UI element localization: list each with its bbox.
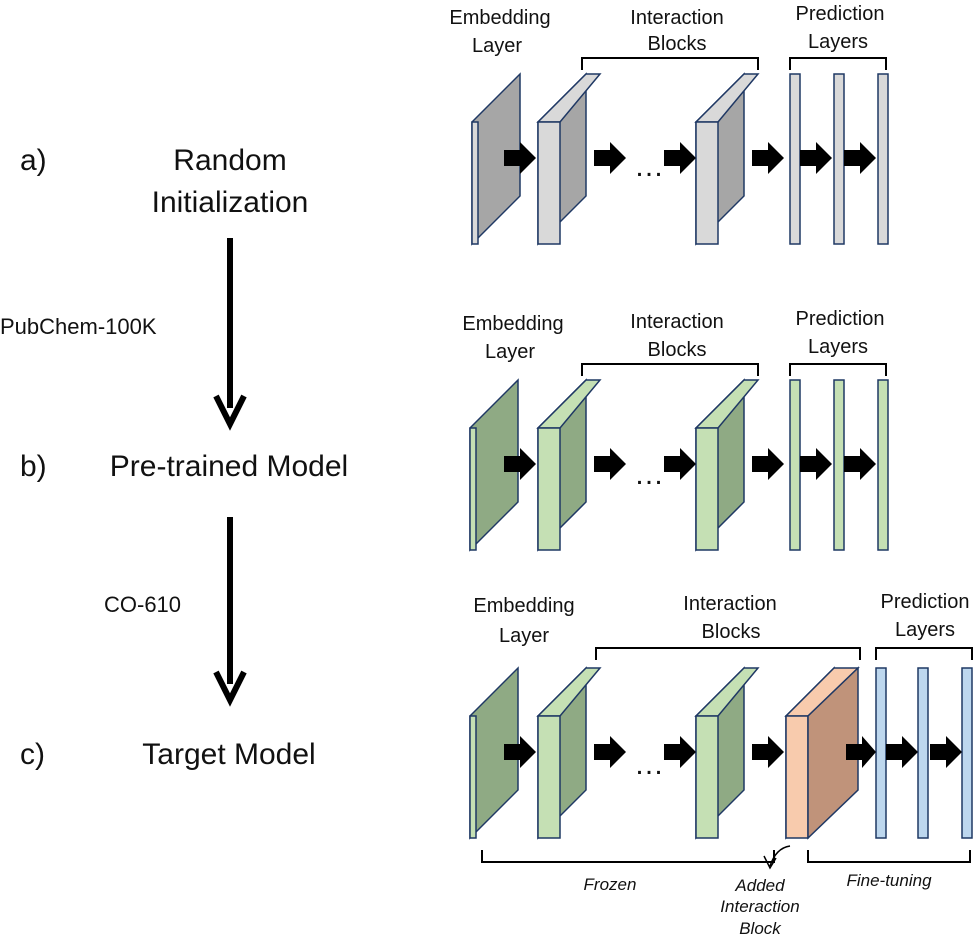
row-c-interaction-block-2 bbox=[694, 666, 760, 840]
flow-arrow-icon bbox=[752, 142, 784, 174]
row-a-flow-arrows bbox=[504, 142, 876, 174]
flow-arrow-icon bbox=[844, 142, 876, 174]
stage-a-letter: a) bbox=[20, 144, 47, 177]
flow-arrow-icon bbox=[664, 448, 696, 480]
row-c-interaction-block-1 bbox=[536, 666, 602, 840]
frozen-label: Frozen bbox=[584, 875, 637, 894]
row-c-interaction-label-1: Interaction bbox=[683, 593, 776, 615]
row-c-embedding-block bbox=[469, 666, 519, 840]
flow-arrow-icon bbox=[664, 142, 696, 174]
row-b-ellipsis: … bbox=[634, 458, 664, 491]
flow-arrow-icon bbox=[504, 736, 536, 768]
row-c-interaction-brace bbox=[595, 647, 861, 660]
row-b-prediction-label-1: Prediction bbox=[796, 308, 885, 330]
row-b-interaction-block-2 bbox=[694, 378, 760, 552]
row-b-prediction-layer-3 bbox=[877, 379, 889, 551]
row-a-interaction-label-1: Interaction bbox=[630, 7, 723, 29]
added-block-label-2: Interaction bbox=[720, 897, 799, 916]
row-b-interaction-label-2: Blocks bbox=[648, 339, 707, 361]
row-b-interaction-label-1: Interaction bbox=[630, 311, 723, 333]
row-a-interaction-block-2 bbox=[694, 72, 760, 246]
flow-arrow-icon bbox=[752, 448, 784, 480]
flow-arrow-icon bbox=[594, 736, 626, 768]
flow-arrow-icon bbox=[930, 736, 962, 768]
flow-arrow-icon bbox=[664, 736, 696, 768]
row-c-prediction-label-1: Prediction bbox=[881, 591, 970, 613]
row-c-embedding-label-2: Layer bbox=[499, 625, 549, 647]
dataset-label-co610: CO-610 bbox=[104, 592, 181, 617]
row-a-embedding-block bbox=[471, 72, 521, 246]
row-c-prediction-layer-2 bbox=[917, 667, 929, 839]
row-b-prediction-label-2: Layers bbox=[808, 336, 868, 358]
flow-arrow-icon bbox=[752, 736, 784, 768]
stage-b-letter: b) bbox=[20, 450, 47, 483]
row-b-embedding-label-1: Embedding bbox=[462, 313, 563, 335]
flow-arrow-icon bbox=[844, 448, 876, 480]
row-a-prediction-brace bbox=[789, 57, 887, 70]
row-b-prediction-layer-2 bbox=[833, 379, 845, 551]
row-a-network: Embedding Layer Interaction Blocks Predi… bbox=[449, 3, 889, 246]
dataset-label-pubchem: PubChem-100K bbox=[0, 314, 157, 339]
row-a-ellipsis: … bbox=[634, 150, 664, 183]
row-a-embedding-label-1: Embedding bbox=[449, 7, 550, 29]
row-c-embedding-label-1: Embedding bbox=[473, 595, 574, 617]
row-b-prediction-layer-1 bbox=[789, 379, 801, 551]
flow-arrow-icon bbox=[800, 142, 832, 174]
row-c-ellipsis: … bbox=[634, 748, 664, 781]
row-a-prediction-label-2: Layers bbox=[808, 31, 868, 53]
row-a-prediction-label-1: Prediction bbox=[796, 3, 885, 25]
row-c-added-interaction-block bbox=[784, 666, 860, 840]
row-b-prediction-brace bbox=[789, 363, 887, 376]
row-a-interaction-brace bbox=[581, 57, 759, 70]
flow-arrow-icon bbox=[886, 736, 918, 768]
row-c-flow-arrows bbox=[504, 736, 962, 768]
down-arrow-2 bbox=[213, 517, 247, 707]
row-c-prediction-brace bbox=[875, 647, 973, 660]
row-b-network: Embedding Layer Interaction Blocks Predi… bbox=[462, 308, 889, 552]
stage-b-label: Pre-trained Model bbox=[110, 450, 348, 483]
row-c-interaction-label-2: Blocks bbox=[702, 621, 761, 643]
finetuning-brace bbox=[807, 850, 971, 863]
stage-c-label: Target Model bbox=[142, 738, 315, 771]
row-b-embedding-label-2: Layer bbox=[485, 341, 535, 363]
row-a-interaction-block-1 bbox=[536, 72, 602, 246]
frozen-brace bbox=[481, 850, 775, 863]
finetuning-label: Fine-tuning bbox=[846, 871, 932, 890]
row-a-interaction-label-2: Blocks bbox=[648, 33, 707, 55]
flow-arrow-icon bbox=[504, 448, 536, 480]
row-b-interaction-brace bbox=[581, 363, 759, 376]
flow-arrow-icon bbox=[504, 142, 536, 174]
flow-arrow-icon bbox=[800, 448, 832, 480]
row-a-embedding-label-2: Layer bbox=[472, 35, 522, 57]
row-a-prediction-layer-1 bbox=[789, 73, 801, 245]
stage-c-letter: c) bbox=[20, 738, 45, 771]
row-c-prediction-label-2: Layers bbox=[895, 619, 955, 641]
down-arrow-1 bbox=[213, 238, 247, 431]
row-b-interaction-block-1 bbox=[536, 378, 602, 552]
stage-a-label-line2: Initialization bbox=[152, 186, 309, 219]
row-b-embedding-block bbox=[469, 378, 519, 552]
added-block-pointer-icon bbox=[763, 845, 791, 870]
row-c-prediction-layer-1 bbox=[875, 667, 887, 839]
row-a-prediction-layer-2 bbox=[833, 73, 845, 245]
row-b-flow-arrows bbox=[504, 448, 876, 480]
flow-arrow-icon bbox=[594, 448, 626, 480]
row-c-network: Embedding Layer Interaction Blocks Predi… bbox=[469, 591, 973, 938]
added-block-label-1: Added bbox=[734, 876, 785, 895]
row-a-prediction-layer-3 bbox=[877, 73, 889, 245]
added-block-label-3: Block bbox=[739, 919, 782, 938]
stage-a-label-line1: Random bbox=[173, 144, 286, 177]
flow-arrow-icon bbox=[846, 736, 876, 768]
row-c-prediction-layer-3 bbox=[961, 667, 973, 839]
flow-arrow-icon bbox=[594, 142, 626, 174]
